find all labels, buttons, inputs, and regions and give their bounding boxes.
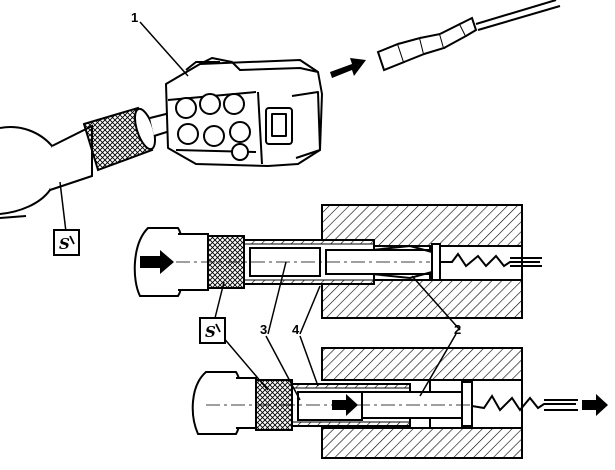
leader-3 xyxy=(267,261,287,335)
tool-symbol-box-top xyxy=(53,229,80,256)
leader-tool-mid-a xyxy=(213,281,225,323)
callout-3: 3 xyxy=(260,322,267,337)
callout-1: 1 xyxy=(131,10,138,25)
extracted-terminal-top xyxy=(376,0,561,72)
middle-section xyxy=(133,204,542,319)
top-assembly: 1 S xyxy=(0,0,561,256)
tool-symbol-top: S xyxy=(59,235,70,253)
leader-3b xyxy=(265,335,301,401)
tool-handle-bottom xyxy=(191,371,243,435)
leader-tool-top xyxy=(59,181,67,233)
callout-2a: 2 xyxy=(454,322,461,337)
tool-knurled-collar-top xyxy=(82,106,157,172)
leader-4 xyxy=(299,285,321,335)
callout-4: 4 xyxy=(292,322,300,337)
bottom-section xyxy=(191,347,608,459)
push-arrow-middle xyxy=(140,250,174,274)
housing-section-middle xyxy=(321,204,523,319)
leader-2b xyxy=(419,333,457,397)
tool-symbol-middle-mark xyxy=(215,323,221,333)
terminal-bottom xyxy=(361,381,578,427)
tool-symbol-box-middle xyxy=(199,317,226,344)
tool-handle-top xyxy=(0,124,93,219)
tool-symbol-top-mark xyxy=(69,235,75,245)
leader-1 xyxy=(139,21,189,77)
leader-4b xyxy=(299,335,319,387)
tool-symbol-middle: S xyxy=(205,323,216,341)
extraction-arrow-top xyxy=(330,58,366,78)
exit-arrow-bottom xyxy=(582,394,608,416)
leader-2a xyxy=(411,275,461,331)
connector-cavities xyxy=(175,93,251,161)
